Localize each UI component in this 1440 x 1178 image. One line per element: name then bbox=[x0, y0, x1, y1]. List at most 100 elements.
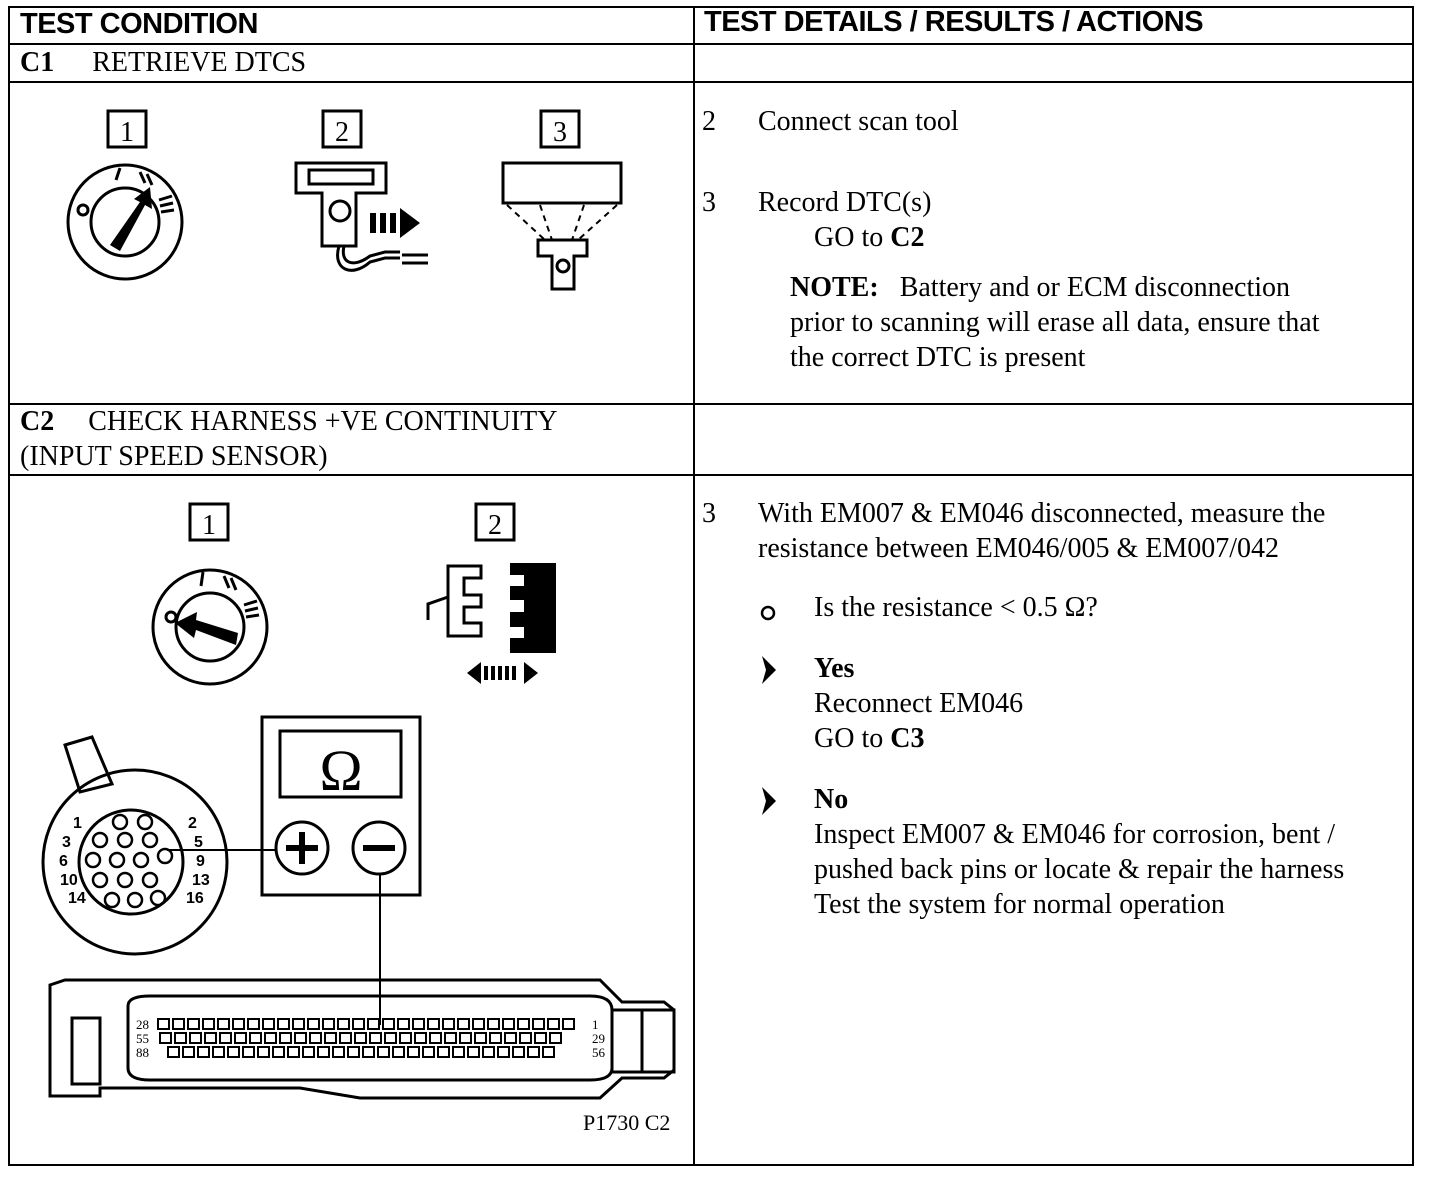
c1-illustrations: 1 2 3 bbox=[66, 109, 623, 291]
yes-arrow-icon bbox=[762, 656, 776, 684]
ecm-pin-socket bbox=[474, 1032, 487, 1044]
ecm-pin-socket bbox=[309, 1032, 322, 1044]
round-pin-14: 14 bbox=[68, 890, 86, 907]
c2-yes-goto: GO to C3 bbox=[814, 721, 924, 756]
c2-yes-action: Reconnect EM046 bbox=[814, 688, 1024, 719]
column-divider bbox=[693, 6, 695, 1166]
round-pin-13: 13 bbox=[192, 872, 210, 889]
ecm-pin-socket bbox=[534, 1032, 547, 1044]
ecm-pin-socket bbox=[549, 1032, 562, 1044]
ohmmeter-icon: Ω bbox=[167, 715, 422, 1025]
ecm-pin-1: 1 bbox=[592, 1017, 599, 1032]
ecm-pin-socket bbox=[487, 1018, 500, 1030]
meter-ohm-symbol: Ω bbox=[319, 738, 362, 803]
ecm-pin-socket bbox=[262, 1018, 275, 1030]
connector-disconnect-icon: 2 bbox=[426, 502, 556, 684]
ecm-pin-socket bbox=[392, 1046, 405, 1058]
round-pin-6: 6 bbox=[59, 853, 68, 870]
c1-title-divider bbox=[8, 81, 1414, 83]
ecm-pin-socket bbox=[382, 1018, 395, 1030]
c2-step-line-1: With EM007 & EM046 disconnected, measure… bbox=[758, 498, 1326, 529]
ecm-pin-rows bbox=[157, 1018, 575, 1058]
round-sensor-connector-icon: 1 2 3 5 6 9 10 13 14 16 bbox=[41, 735, 229, 956]
scan-tool-connect-icon: 2 bbox=[294, 109, 428, 272]
ecm-pin-socket bbox=[532, 1018, 545, 1030]
ecm-pin-socket bbox=[467, 1046, 480, 1058]
ecm-pin-socket bbox=[452, 1046, 465, 1058]
c2-step-label-1: 1 bbox=[202, 510, 216, 541]
ecm-pin-socket bbox=[442, 1018, 455, 1030]
round-pin-2: 2 bbox=[188, 815, 197, 832]
c1-note-line-2: prior to scanning will erase all data, e… bbox=[790, 307, 1320, 338]
ecm-pin-socket bbox=[197, 1046, 210, 1058]
ecm-pin-socket bbox=[212, 1046, 225, 1058]
c1-step-3-num: 3 bbox=[702, 187, 716, 218]
ecm-pin-socket bbox=[354, 1032, 367, 1044]
ecm-pin-socket bbox=[369, 1032, 382, 1044]
ecm-pin-socket bbox=[427, 1018, 440, 1030]
ecm-pin-socket bbox=[347, 1046, 360, 1058]
ecm-pin-socket bbox=[407, 1046, 420, 1058]
ecm-pin-socket bbox=[324, 1032, 337, 1044]
table-frame bbox=[8, 6, 1414, 1166]
no-arrow-icon bbox=[762, 787, 776, 815]
ecm-pin-socket bbox=[397, 1018, 410, 1030]
ecm-pin-socket bbox=[217, 1018, 230, 1030]
ecm-pin-88: 88 bbox=[136, 1045, 149, 1060]
c1-goto-target: C2 bbox=[890, 222, 925, 253]
ecm-pin-55: 55 bbox=[136, 1031, 149, 1046]
header-divider bbox=[8, 43, 1414, 45]
ecm-pin-socket bbox=[527, 1046, 540, 1058]
ecm-pin-socket bbox=[182, 1046, 195, 1058]
round-pin-1: 1 bbox=[73, 815, 82, 832]
ecm-pin-socket bbox=[497, 1046, 510, 1058]
ecm-pin-socket bbox=[562, 1018, 575, 1030]
c2-step-label-2: 2 bbox=[488, 510, 502, 541]
ecm-pin-socket bbox=[189, 1032, 202, 1044]
ecm-pin-socket bbox=[504, 1032, 517, 1044]
ecm-pin-socket bbox=[232, 1018, 245, 1030]
c1-step-label-3: 3 bbox=[553, 117, 567, 148]
header-test-condition: TEST CONDITION bbox=[20, 8, 258, 40]
ecm-pin-socket bbox=[339, 1032, 352, 1044]
c1-step-2-text: Connect scan tool bbox=[758, 106, 959, 137]
ecm-pin-socket bbox=[502, 1018, 515, 1030]
ecm-pin-socket bbox=[187, 1018, 200, 1030]
c1-note-line-1: NOTE: Battery and or ECM disconnection bbox=[790, 272, 1291, 303]
ecm-pin-socket bbox=[367, 1018, 380, 1030]
c2-yes-label: Yes bbox=[814, 653, 855, 684]
c2-title-line-2: (INPUT SPEED SENSOR) bbox=[20, 441, 328, 472]
c1-note-line-3: the correct DTC is present bbox=[790, 342, 1086, 373]
ecm-pin-socket bbox=[272, 1046, 285, 1058]
c1-note-label: NOTE: bbox=[790, 272, 879, 303]
ecm-pin-socket bbox=[172, 1018, 185, 1030]
ecm-pin-socket bbox=[159, 1032, 172, 1044]
ecm-pin-28: 28 bbox=[136, 1017, 149, 1032]
round-pin-5: 5 bbox=[194, 834, 203, 851]
ecm-pin-socket bbox=[204, 1032, 217, 1044]
ecm-pin-socket bbox=[294, 1032, 307, 1044]
ecm-pin-socket bbox=[317, 1046, 330, 1058]
ecm-pin-socket bbox=[292, 1018, 305, 1030]
c2-title-line-1: CHECK HARNESS +VE CONTINUITY bbox=[88, 406, 558, 437]
ecm-pin-socket bbox=[257, 1046, 270, 1058]
question-bullet-icon bbox=[760, 605, 776, 621]
ignition-switch-icon: 1 bbox=[66, 109, 184, 281]
c1-step-3-text: Record DTC(s) bbox=[758, 187, 932, 218]
c2-yes-goto-target: C3 bbox=[890, 723, 925, 754]
c2-no-line-3: Test the system for normal operation bbox=[814, 889, 1225, 920]
display-readout-icon: 3 bbox=[501, 109, 623, 291]
c1-bottom-divider bbox=[8, 403, 1414, 405]
ecm-pin-socket bbox=[414, 1032, 427, 1044]
c2-question: Is the resistance < 0.5 Ω? bbox=[814, 592, 1098, 623]
ecm-pin-socket bbox=[489, 1032, 502, 1044]
round-pin-9: 9 bbox=[196, 853, 205, 870]
ecm-pin-socket bbox=[547, 1018, 560, 1030]
ecm-pin-socket bbox=[519, 1032, 532, 1044]
ecm-pin-socket bbox=[377, 1046, 390, 1058]
ecm-pin-socket bbox=[219, 1032, 232, 1044]
ecm-pin-socket bbox=[227, 1046, 240, 1058]
ecm-pin-socket bbox=[234, 1032, 247, 1044]
ecm-pin-socket bbox=[457, 1018, 470, 1030]
